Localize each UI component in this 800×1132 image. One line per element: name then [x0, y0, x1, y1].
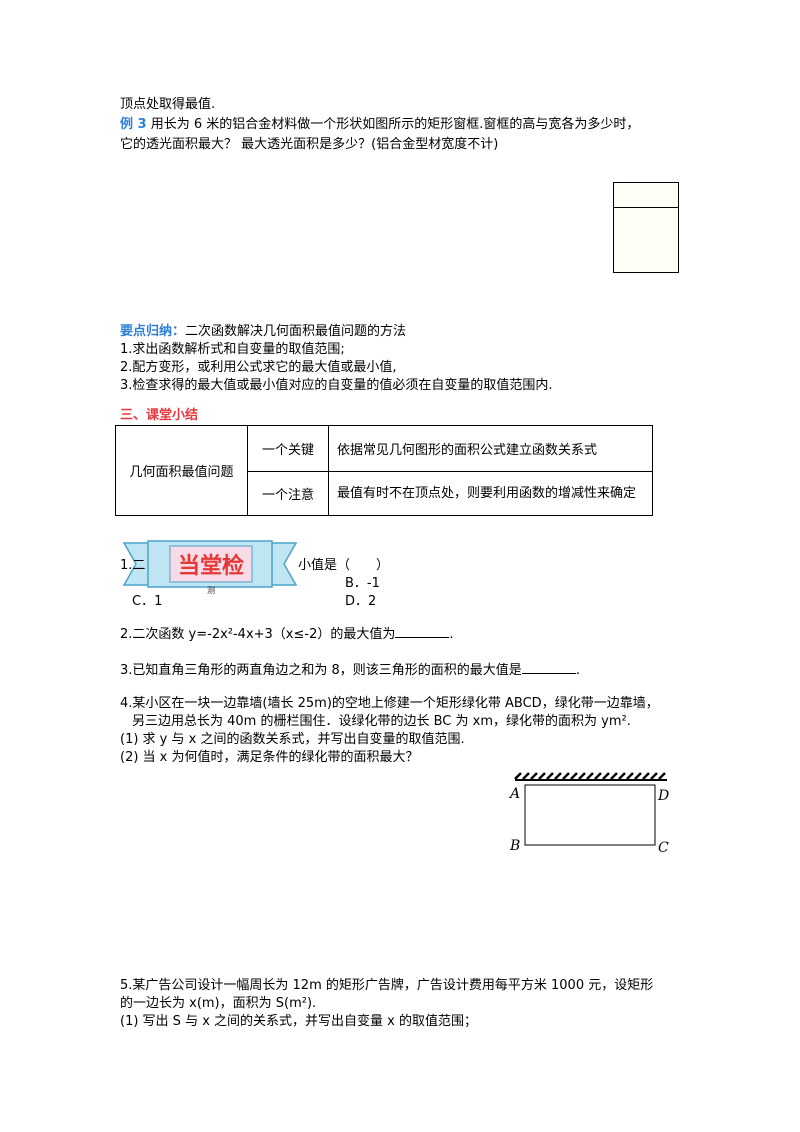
intro-tail: 顶点处取得最值. — [120, 97, 216, 112]
q4-line1: 4.某小区在一块一边靠墙(墙长 25m)的空地上修建一个矩形绿化带 ABCD，绿… — [120, 696, 659, 711]
key-point-item: 1.求出函数解析式和自变量的取值范围; — [120, 342, 345, 357]
q5-line2: 的一边长为 x(m)，面积为 S(m²). — [120, 996, 317, 1011]
summary-key-1: 一个关键 — [247, 425, 329, 472]
q1-option-c: C．1 — [132, 594, 163, 609]
point-a-label: A — [508, 786, 520, 802]
q3: 3.已知直角三角形的两直角边之和为 8，则该三角形的面积的最大值是. — [120, 661, 580, 680]
q2-text: 2.二次函数 y=-2x²-4x+3（x≤-2）的最大值为 — [120, 627, 396, 642]
quiz-banner: 当堂检 测 — [122, 540, 298, 595]
banner-title: 当堂检 — [178, 553, 244, 579]
point-b-label: B — [509, 838, 520, 854]
key-point-item: 2.配方变形，或利用公式求它的最大值或最小值, — [120, 360, 397, 375]
summary-key-2: 一个注意 — [247, 471, 329, 516]
q3-text: 3.已知直角三角形的两直角边之和为 8，则该三角形的面积的最大值是 — [120, 663, 522, 678]
q4-sub2: (2) 当 x 为何值时，满足条件的绿化带的面积最大？ — [120, 750, 419, 765]
summary-topic: 几何面积最值问题 — [115, 425, 248, 516]
key-points-title: 二次函数解决几何面积最值问题的方法 — [185, 324, 407, 339]
example3-line1: 例 3 用长为 6 米的铝合金材料做一个形状如图所示的矩形窗框.窗框的高与宽各为… — [120, 116, 639, 134]
q1-option-b: B．-1 — [345, 576, 380, 591]
q1-suffix: 小值是（ ） — [298, 558, 390, 573]
example3-line2: 它的透光面积最大？ 最大透光面积是多少？(铝合金型材宽度不计) — [120, 137, 499, 152]
example3-text1: 用长为 6 米的铝合金材料做一个形状如图所示的矩形窗框.窗框的高与宽各为多少时， — [150, 117, 640, 132]
q3-end: . — [575, 663, 580, 678]
example3-label: 例 3 — [120, 117, 147, 132]
summary-heading: 三、课堂小结 — [120, 408, 199, 423]
q4-line2: 另三边用总长为 40m 的栅栏围住．设绿化带的边长 BC 为 xm，绿化带的面积… — [132, 714, 631, 729]
key-points-label: 要点归纳： — [120, 324, 186, 339]
summary-value-1: 依据常见几何图形的面积公式建立函数关系式 — [328, 425, 653, 472]
point-c-label: C — [658, 840, 669, 856]
q2-end: . — [449, 627, 454, 642]
q5-sub1: (1) 写出 S 与 x 之间的关系式，并写出自变量 x 的取值范围； — [120, 1014, 477, 1029]
q3-answer-blank[interactable] — [521, 661, 576, 674]
q2: 2.二次函数 y=-2x²-4x+3（x≤-2）的最大值为. — [120, 625, 454, 644]
key-points-heading: 要点归纳：二次函数解决几何面积最值问题的方法 — [120, 323, 406, 341]
q1-option-d: D．2 — [345, 594, 377, 609]
point-d-label: D — [657, 788, 669, 804]
q1-prefix: 1.二 — [120, 558, 146, 573]
window-frame-diagram — [613, 182, 679, 273]
banner-sub: 测 — [207, 586, 215, 595]
summary-table: 几何面积最值问题 一个关键 依据常见几何图形的面积公式建立函数关系式 一个注意 … — [115, 425, 653, 516]
greenbelt-diagram: A D B C — [508, 772, 669, 856]
q4-sub1: (1) 求 y 与 x 之间的函数关系式，并写出自变量的取值范围. — [120, 732, 465, 747]
q5-line1: 5.某广告公司设计一幅周长为 12m 的矩形广告牌，广告设计费用每平方米 100… — [120, 978, 654, 993]
q2-answer-blank[interactable] — [395, 625, 450, 638]
key-point-item: 3.检查求得的最大值或最小值对应的自变量的值必须在自变量的取值范围内. — [120, 378, 553, 393]
summary-value-2: 最值有时不在顶点处，则要利用函数的增减性来确定 — [328, 471, 653, 516]
window-frame-divider — [614, 207, 678, 208]
